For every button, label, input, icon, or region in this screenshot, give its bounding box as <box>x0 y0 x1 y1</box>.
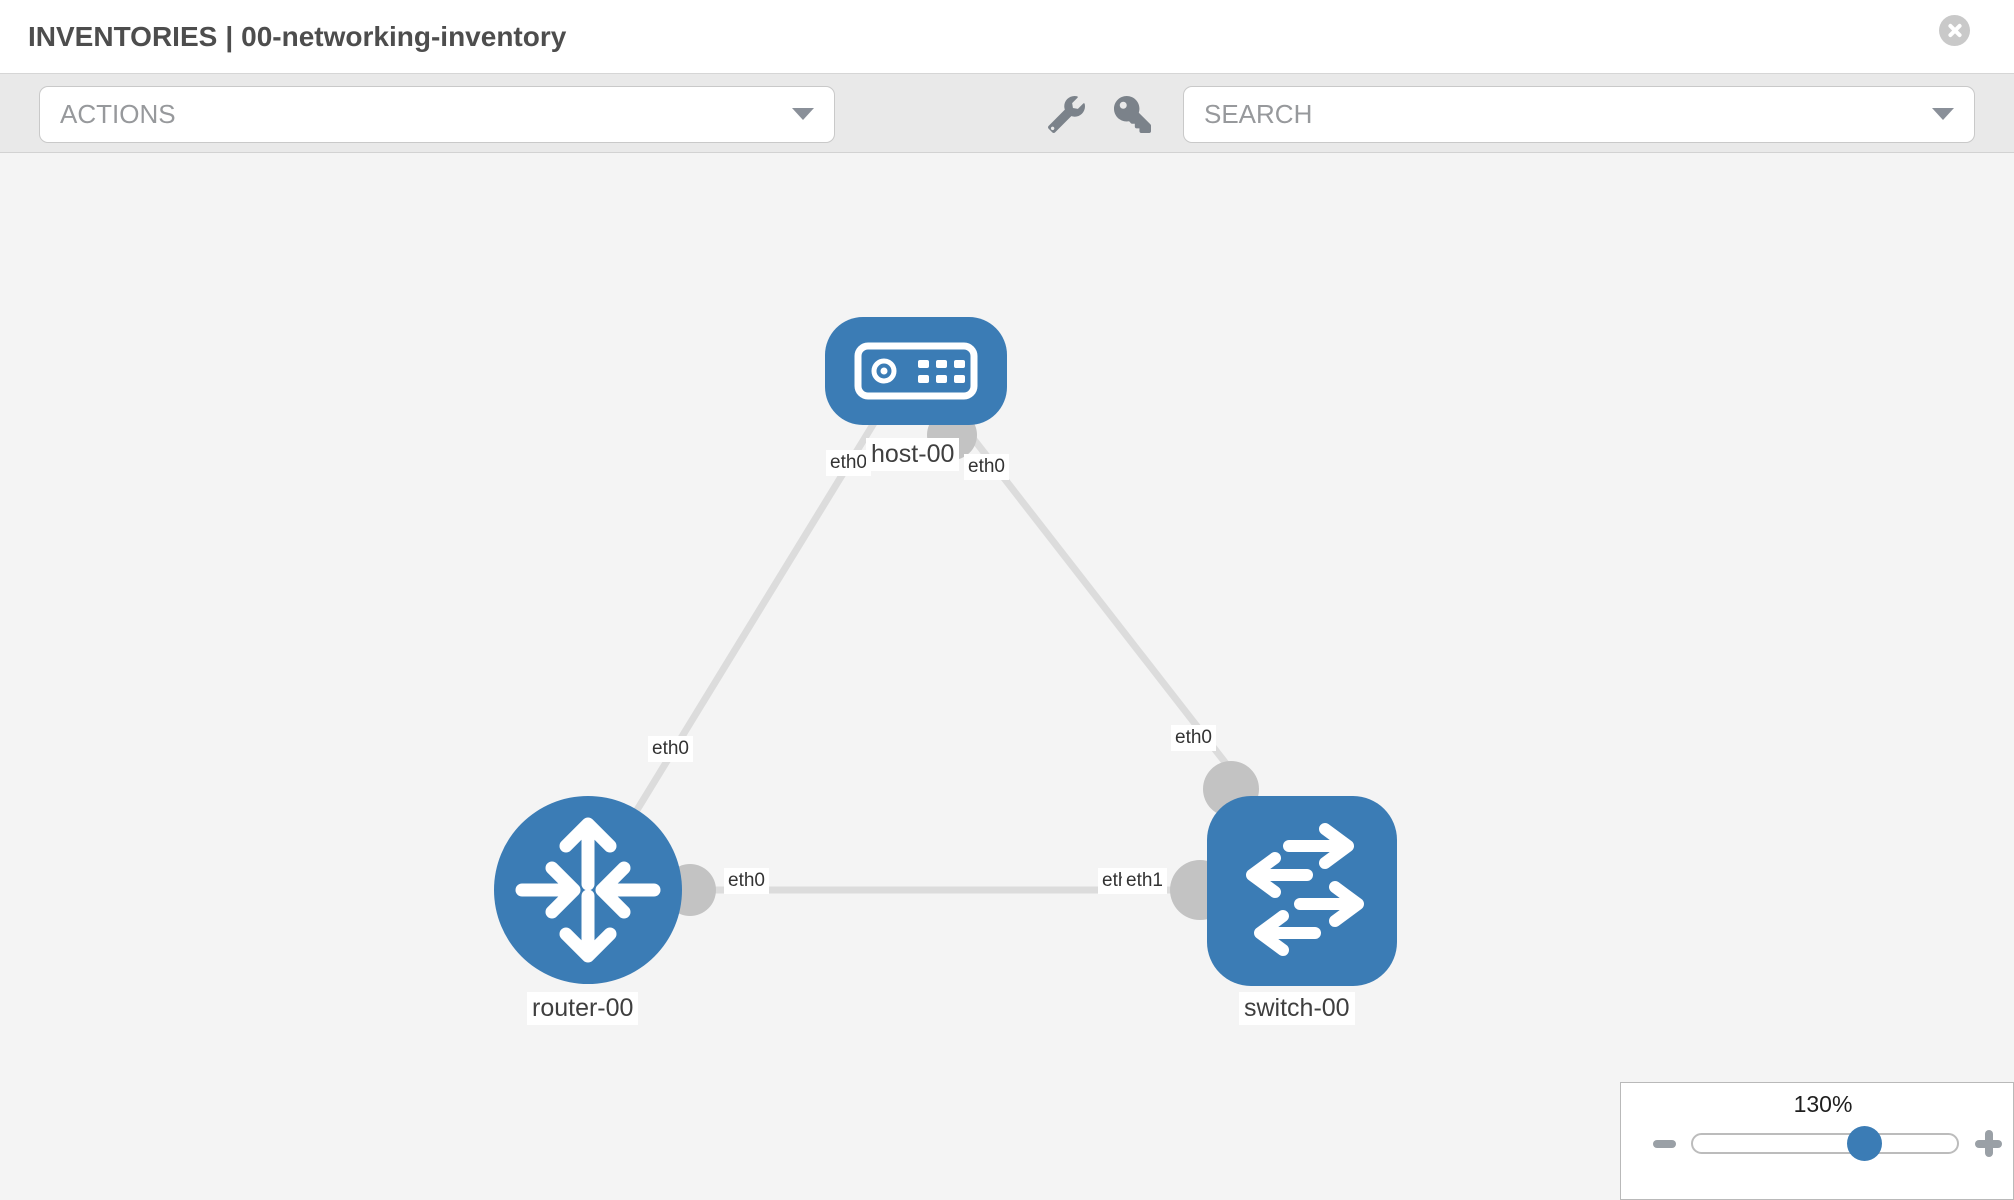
zoom-slider-track[interactable] <box>1691 1126 1959 1161</box>
search-placeholder: SEARCH <box>1204 99 1313 129</box>
interface-label-host-eth0-right: eth0 <box>964 454 1009 480</box>
actions-dropdown-label: ACTIONS <box>60 99 176 129</box>
close-icon <box>1939 15 1970 46</box>
chevron-down-icon <box>792 108 814 120</box>
inventory-name: 00-networking-inventory <box>241 21 567 52</box>
interface-label-host-eth0-left: eth0 <box>826 450 871 476</box>
chevron-down-icon <box>1932 108 1954 120</box>
router-icon <box>515 817 661 963</box>
node-label-host-00: host-00 <box>866 438 960 471</box>
header: INVENTORIES|00-networking-inventory <box>0 0 2014 73</box>
key-icon[interactable] <box>1114 96 1151 133</box>
topology-canvas[interactable]: eth0 eth0 eth0 eth0 eth0 eth1 eth1 host-… <box>0 153 2014 1200</box>
node-router-00[interactable] <box>494 796 682 984</box>
search-dropdown[interactable]: SEARCH <box>1183 86 1975 143</box>
interface-label-router-eth0-right: eth0 <box>724 868 769 894</box>
node-label-router-00: router-00 <box>527 992 639 1025</box>
host-icon <box>854 342 978 400</box>
interface-label-switch-eth1-front: eth1 <box>1122 868 1167 894</box>
zoom-level-value: 130% <box>1793 1091 1853 1117</box>
page-title: INVENTORIES|00-networking-inventory <box>28 0 574 73</box>
wrench-icon[interactable] <box>1048 96 1085 133</box>
close-button[interactable] <box>1939 15 1970 46</box>
zoom-slider-thumb[interactable] <box>1847 1126 1882 1161</box>
node-label-switch-00: switch-00 <box>1239 992 1355 1025</box>
toolbar: ACTIONS SEARCH <box>0 73 2014 153</box>
breadcrumb-separator: | <box>225 21 234 52</box>
zoom-control-panel: 130% <box>1620 1082 2014 1200</box>
topology-links-layer <box>585 380 1302 920</box>
zoom-slider-row <box>1653 1126 2002 1161</box>
node-switch-00[interactable] <box>1207 796 1397 986</box>
interface-label-router-eth0-top: eth0 <box>648 736 693 762</box>
zoom-out-minus-icon[interactable] <box>1653 1139 1676 1148</box>
node-host-00[interactable] <box>825 317 1007 425</box>
zoom-in-plus-icon[interactable] <box>1975 1130 2002 1157</box>
breadcrumb-section: INVENTORIES <box>28 21 218 52</box>
interface-label-switch-eth0-top: eth0 <box>1171 725 1216 751</box>
actions-dropdown[interactable]: ACTIONS <box>39 86 835 143</box>
switch-icon <box>1246 823 1364 956</box>
